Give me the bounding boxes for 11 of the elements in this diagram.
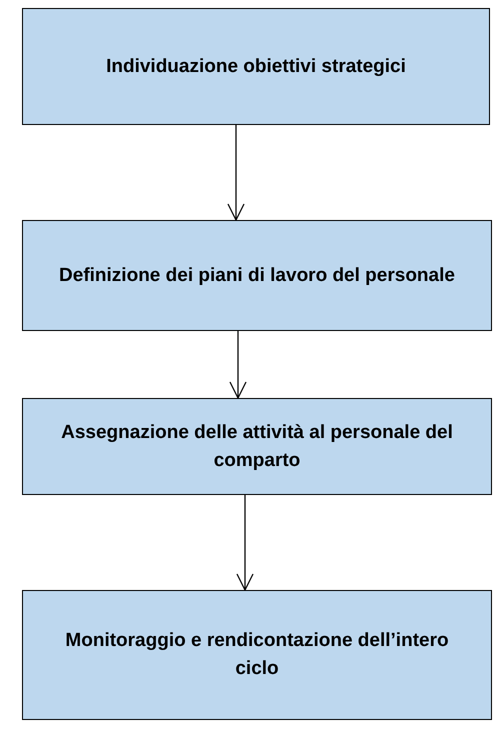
- process-box: [22, 220, 492, 331]
- step-text: Assegnazione delle attività al personale del comparto: [60, 420, 454, 472]
- process-box: [22, 398, 492, 495]
- step-text: Definizione dei piani di lavoro del personale: [58, 264, 456, 288]
- process-box: [22, 8, 490, 125]
- arrow: [236, 495, 254, 591]
- step-text: Individuazione obiettivi strategici: [105, 54, 407, 79]
- arrow: [229, 331, 247, 399]
- process-box: [22, 590, 492, 720]
- arrow: [227, 125, 245, 221]
- step-text: Monitoraggio e rendicontazione dell’intero ciclo: [64, 629, 450, 681]
